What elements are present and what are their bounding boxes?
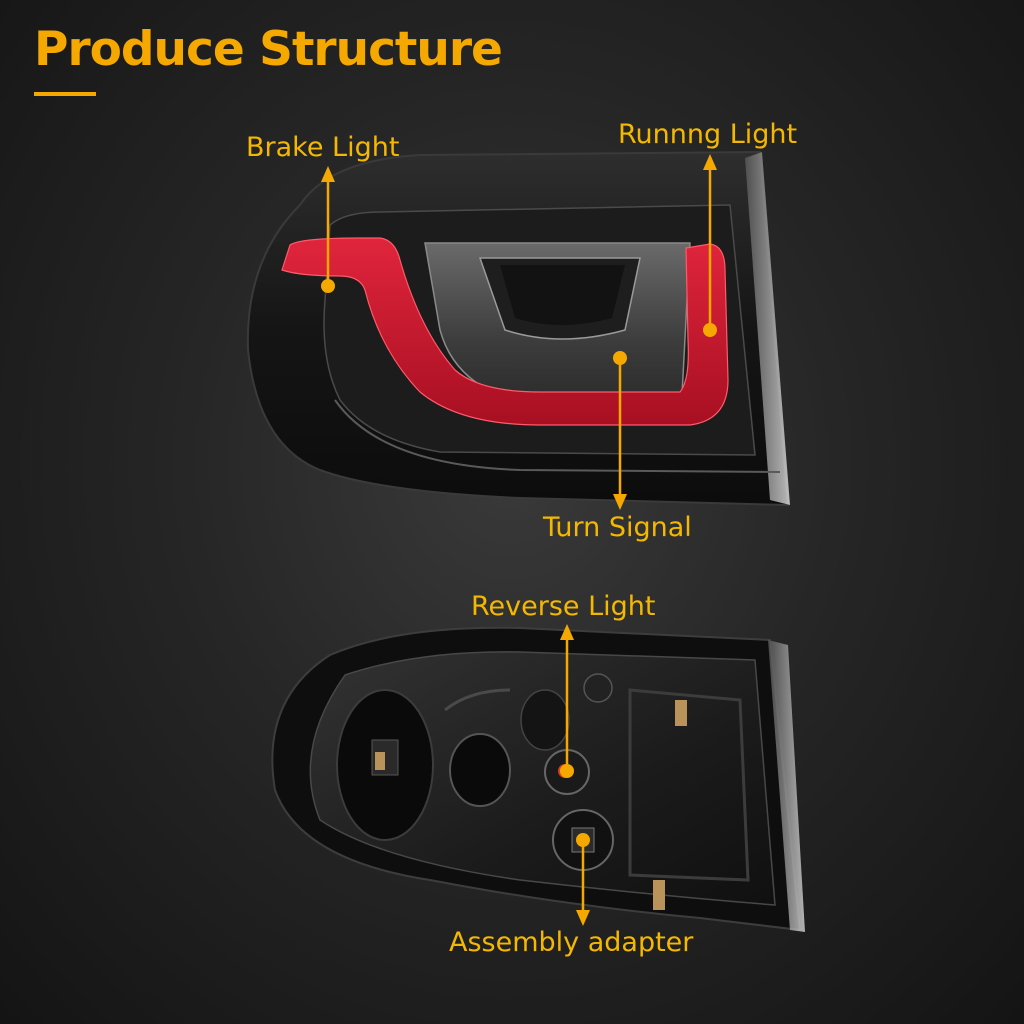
- reverse-light-marker: [560, 764, 574, 778]
- callout-brake-light: Brake Light: [246, 132, 400, 163]
- callout-running-light: Runnng Light: [618, 119, 798, 150]
- running-light-marker: [703, 323, 717, 337]
- tail-light-back-view: [271, 626, 805, 932]
- turn-signal-marker: [613, 351, 627, 365]
- callout-reverse-light: Reverse Light: [471, 591, 656, 622]
- callout-assembly-adapter: Assembly adapter: [449, 927, 694, 958]
- tail-light-front-view: [246, 150, 790, 507]
- callout-turn-signal: Turn Signal: [543, 512, 692, 543]
- callout-arrows: [321, 154, 717, 926]
- title-underline: [34, 92, 96, 96]
- assembly-adapter-marker: [576, 833, 590, 847]
- brake-light-marker: [321, 279, 335, 293]
- page-title: Produce Structure: [34, 22, 503, 77]
